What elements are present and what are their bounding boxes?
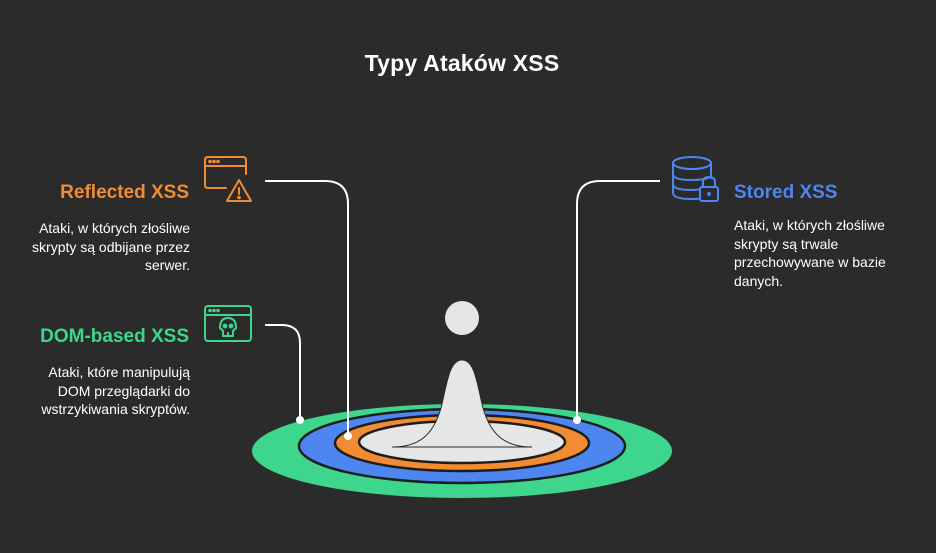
- connector-reflected-dot: [344, 432, 352, 440]
- connector-stored: [576, 180, 660, 420]
- dom-xss-description: Ataki, które manipulują DOM przeglądarki…: [41, 364, 190, 417]
- water-drop: [445, 301, 479, 335]
- connector-stored-dot: [573, 416, 581, 424]
- stored-xss-heading: Stored XSS: [734, 182, 838, 203]
- stored-xss-description: Ataki, w których złośliwe skrypty są trw…: [734, 217, 886, 289]
- browser-skull-icon: [204, 305, 252, 342]
- diagram-title: Typy Ataków XSS: [364, 50, 560, 76]
- reflected-xss-heading: Reflected XSS: [60, 182, 189, 203]
- connector-reflected: [265, 180, 349, 436]
- splash-peak: [391, 359, 533, 448]
- database-lock-icon: [672, 156, 719, 202]
- reflected-xss-description: Ataki, w których złośliwe skrypty są odb…: [32, 220, 190, 273]
- browser-warning-icon: [204, 156, 252, 202]
- dom-xss-heading: DOM-based XSS: [40, 326, 189, 347]
- connector-dom-dot: [296, 416, 304, 424]
- connector-dom: [265, 324, 301, 420]
